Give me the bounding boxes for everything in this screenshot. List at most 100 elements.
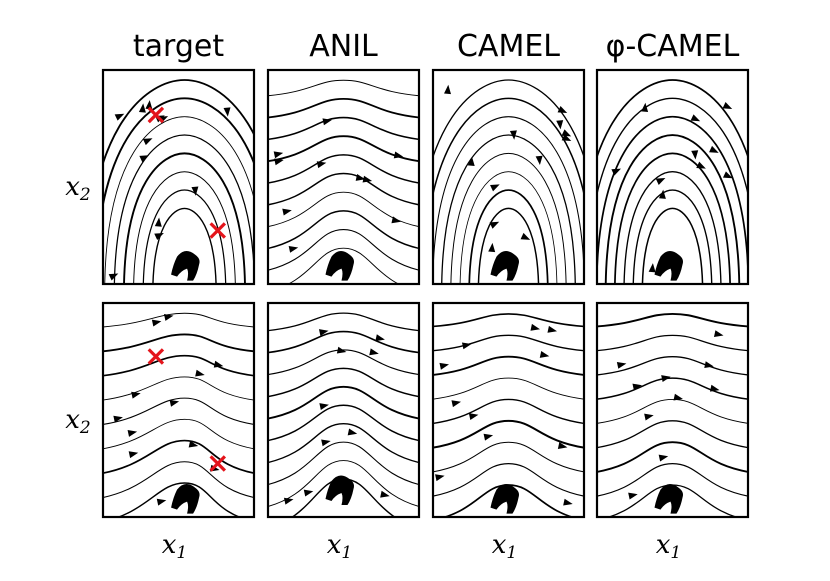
streamline xyxy=(623,171,722,284)
stagnation-blob xyxy=(654,484,683,514)
streamline xyxy=(103,333,254,353)
stream-arrow xyxy=(213,360,224,368)
stream-arrow xyxy=(303,489,314,497)
panel-r0-c0 xyxy=(101,68,256,286)
streamline xyxy=(597,334,748,352)
stream-arrow xyxy=(435,474,445,482)
stream-arrow xyxy=(490,184,500,192)
stream-arrow xyxy=(561,129,572,137)
stream-arrow xyxy=(393,151,404,159)
streamline xyxy=(152,207,217,284)
stagnation-blob xyxy=(171,484,200,514)
stagnation-blob xyxy=(325,251,354,281)
x2-label-1: x2 xyxy=(65,405,91,438)
streamline xyxy=(433,97,584,198)
streamline xyxy=(268,172,419,206)
streamline xyxy=(287,247,400,284)
stream-arrow xyxy=(375,334,385,342)
panel-frame xyxy=(266,68,421,286)
streamline xyxy=(597,377,748,400)
stream-arrow xyxy=(535,155,543,165)
streamline xyxy=(268,79,419,97)
stream-arrow xyxy=(557,106,568,113)
stream-arrow xyxy=(322,118,332,126)
stream-arrow xyxy=(655,178,666,185)
streamline xyxy=(632,189,713,284)
stream-arrow xyxy=(658,189,666,199)
streamline xyxy=(268,210,419,250)
stream-arrow xyxy=(355,174,366,181)
stream-arrow xyxy=(223,107,231,117)
x2-label-0: x2 xyxy=(65,172,91,205)
streamline xyxy=(142,189,227,284)
stream-arrow xyxy=(641,102,649,112)
stream-arrow xyxy=(444,84,452,95)
target-marker-1 xyxy=(209,222,227,239)
panel-r1-c1 xyxy=(266,301,421,519)
stream-arrow xyxy=(316,161,327,169)
stream-arrow xyxy=(461,342,472,350)
streamline xyxy=(268,367,419,398)
stream-arrow xyxy=(644,413,654,421)
streamline xyxy=(477,207,540,284)
panel-r0-c3 xyxy=(595,68,750,286)
streamline xyxy=(597,420,748,449)
stream-arrow xyxy=(488,242,496,253)
streamline xyxy=(103,376,254,401)
stream-arrow xyxy=(191,186,199,196)
stream-arrow xyxy=(713,330,724,338)
target-marker-1 xyxy=(209,455,227,472)
stream-arrow xyxy=(439,362,449,370)
streamline xyxy=(597,97,748,198)
stream-arrow xyxy=(169,399,180,407)
panel-frame xyxy=(431,301,586,519)
stream-arrow xyxy=(709,145,719,153)
stream-arrow xyxy=(611,168,621,176)
panel-frame xyxy=(431,68,586,286)
streamline xyxy=(433,313,584,328)
streamline xyxy=(433,441,584,473)
stream-arrow xyxy=(108,273,119,281)
streamline xyxy=(441,134,576,284)
streamline xyxy=(268,228,419,271)
stream-arrow xyxy=(369,348,379,356)
stream-arrow xyxy=(138,103,146,113)
streamline xyxy=(597,312,748,328)
streamline xyxy=(433,116,584,284)
panel-frame xyxy=(595,68,750,286)
stream-arrow xyxy=(274,158,284,166)
streamline xyxy=(459,171,558,284)
streamline xyxy=(614,152,731,284)
stream-arrow xyxy=(561,134,572,141)
streamline xyxy=(597,356,748,376)
stream-arrow xyxy=(282,208,292,216)
streamline xyxy=(604,134,741,284)
streamline xyxy=(268,441,419,485)
streamline xyxy=(103,312,254,328)
streamline xyxy=(113,134,254,284)
stream-arrow xyxy=(547,325,557,333)
panel-r1-c0 xyxy=(101,301,256,519)
target-marker-0 xyxy=(147,106,165,124)
column-title-0: target xyxy=(133,29,224,64)
stream-arrow xyxy=(530,323,540,331)
stream-arrow xyxy=(468,413,479,420)
stream-arrow xyxy=(113,415,123,423)
panel-frame xyxy=(595,301,750,519)
stream-arrow xyxy=(131,391,141,399)
streamline xyxy=(268,330,419,354)
streamline xyxy=(116,482,242,517)
column-title-1: ANIL xyxy=(309,29,378,64)
stream-arrow xyxy=(114,113,125,121)
stream-arrow xyxy=(127,430,138,437)
streamline xyxy=(123,152,246,284)
streamline xyxy=(268,191,419,227)
panel-frame xyxy=(101,68,256,286)
streamline xyxy=(450,152,567,284)
stream-arrow xyxy=(556,120,564,130)
stagnation-blob xyxy=(654,251,683,281)
streamline xyxy=(433,334,584,352)
streamline xyxy=(268,404,419,442)
